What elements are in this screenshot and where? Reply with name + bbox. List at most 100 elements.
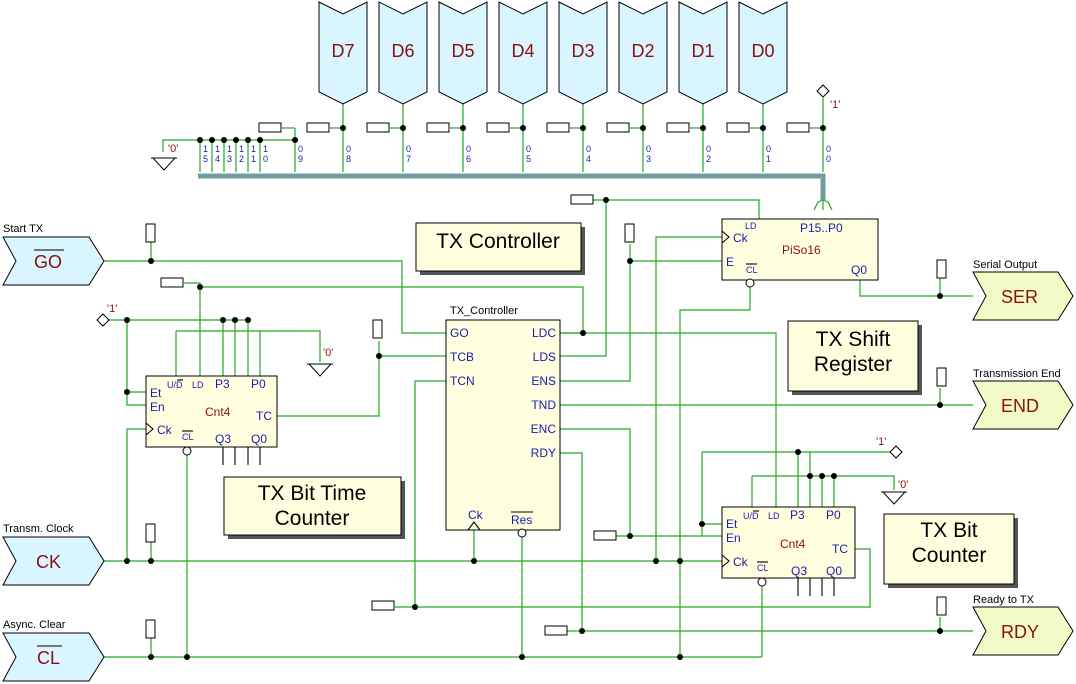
constant-zero-top: '0' (151, 143, 178, 171)
probe-h[interactable] (570, 194, 594, 205)
piso16-block[interactable]: P15..P0 LD Ck E CL PiSo16 Q0 (721, 218, 879, 288)
probe-h[interactable] (544, 625, 568, 636)
probe-h[interactable] (258, 122, 282, 133)
svg-text:Q0: Q0 (851, 263, 867, 277)
svg-text:Et: Et (150, 386, 162, 400)
svg-text:TND: TND (531, 398, 556, 412)
port-rdy[interactable]: Ready to TX RDY (972, 594, 1074, 656)
probe-h[interactable] (306, 122, 330, 133)
port-ck[interactable]: Transm. Clock CK (2, 523, 105, 586)
probe-h[interactable] (366, 122, 390, 133)
probe-h[interactable] (486, 122, 510, 133)
svg-text:Ck: Ck (468, 508, 484, 522)
svg-text:Counter: Counter (275, 507, 350, 530)
svg-text:P0: P0 (826, 508, 841, 522)
svg-text:CL: CL (757, 563, 769, 573)
svg-text:END: END (1001, 396, 1039, 416)
title-tx-bit-time-counter: TX Bit Time Counter (223, 476, 405, 539)
data-input-label: D6 (391, 41, 414, 61)
svg-text:'1': '1' (876, 436, 886, 448)
probe-h[interactable] (726, 122, 750, 133)
probe-v[interactable] (936, 259, 947, 279)
probe-h[interactable] (666, 122, 690, 133)
svg-text:'0': '0' (323, 347, 333, 359)
probe-h[interactable] (426, 122, 450, 133)
probe-h[interactable] (606, 122, 630, 133)
svg-text:Res: Res (511, 513, 532, 527)
bit-time-counter-block[interactable]: U/D LD P3 P0 Et En Ck CL Cnt4 TC Q3 Q0 (145, 375, 278, 465)
data-input-label: D4 (511, 41, 534, 61)
constant-zero-right: '0' (881, 479, 908, 505)
svg-text:GO: GO (450, 326, 469, 340)
svg-text:'1': '1' (107, 303, 117, 315)
svg-text:En: En (726, 531, 741, 545)
svg-text:'0': '0' (168, 143, 178, 155)
title-tx-shift-register: TX Shift Register (787, 320, 922, 395)
probe-v[interactable] (145, 523, 156, 543)
svg-text:ENS: ENS (531, 374, 556, 388)
data-input-d2[interactable]: D2 (618, 1, 668, 105)
svg-text:TX Bit Time: TX Bit Time (258, 482, 367, 505)
probe-v[interactable] (372, 319, 383, 339)
port-ser[interactable]: Serial Output SER (972, 259, 1074, 321)
data-input-label: D5 (451, 41, 474, 61)
title-tx-bit-counter: TX Bit Counter (883, 513, 1018, 588)
data-inputs: D7 D6 D5 D4 D3 D2 D1 D0 (318, 1, 788, 105)
svg-text:'0': '0' (898, 479, 908, 491)
constant-one-top: '1' (816, 84, 840, 111)
data-input-label: D0 (751, 41, 774, 61)
bit-counter-block[interactable]: U/D LD P3 P0 Et En Ck CL Cnt4 TC Q3 Q0 (721, 506, 856, 596)
svg-text:SER: SER (1001, 287, 1038, 307)
probe-h[interactable] (593, 530, 617, 541)
probe-v[interactable] (936, 367, 947, 387)
data-input-d4[interactable]: D4 (498, 1, 548, 105)
port-cl[interactable]: Async. Clear CL (2, 619, 105, 682)
probe-h[interactable] (371, 600, 395, 611)
svg-text:Transmission End: Transmission End (973, 368, 1061, 380)
probe-v[interactable] (936, 596, 947, 616)
svg-text:Q0: Q0 (826, 564, 842, 578)
data-input-d3[interactable]: D3 (558, 1, 608, 105)
svg-text:CL: CL (746, 265, 758, 275)
data-bus (198, 173, 826, 200)
svg-text:Transm. Clock: Transm. Clock (3, 523, 74, 535)
probe-h[interactable] (160, 277, 184, 288)
probe-v[interactable] (624, 223, 635, 243)
svg-text:U/D: U/D (743, 511, 759, 521)
probe-v[interactable] (145, 619, 156, 639)
svg-text:TX Shift: TX Shift (816, 328, 891, 351)
svg-text:TC: TC (832, 542, 848, 556)
svg-text:TX_Controller: TX_Controller (450, 305, 518, 317)
tx-controller-block[interactable]: TX_Controller GO TCB TCN LDC LDS ENS TND… (445, 305, 561, 538)
data-input-label: D3 (571, 41, 594, 61)
svg-text:RDY: RDY (531, 446, 556, 460)
data-input-d0[interactable]: D0 (738, 1, 788, 105)
svg-text:TCB: TCB (450, 350, 474, 364)
data-input-label: D2 (631, 41, 654, 61)
port-go[interactable]: Start TX GO (2, 223, 105, 286)
probe-h[interactable] (546, 122, 570, 133)
data-input-d7[interactable]: D7 (318, 1, 368, 105)
svg-text:Et: Et (726, 517, 738, 531)
svg-text:E: E (726, 255, 734, 269)
svg-text:Serial Output: Serial Output (973, 259, 1037, 271)
svg-text:En: En (150, 400, 165, 414)
svg-text:Start TX: Start TX (3, 223, 44, 235)
data-input-d6[interactable]: D6 (378, 1, 428, 105)
probe-h[interactable] (786, 122, 810, 133)
data-input-d1[interactable]: D1 (678, 1, 728, 105)
data-input-d5[interactable]: D5 (438, 1, 488, 105)
port-end[interactable]: Transmission End END (972, 368, 1074, 430)
svg-text:TCN: TCN (450, 374, 475, 388)
probe-v[interactable] (145, 223, 156, 243)
